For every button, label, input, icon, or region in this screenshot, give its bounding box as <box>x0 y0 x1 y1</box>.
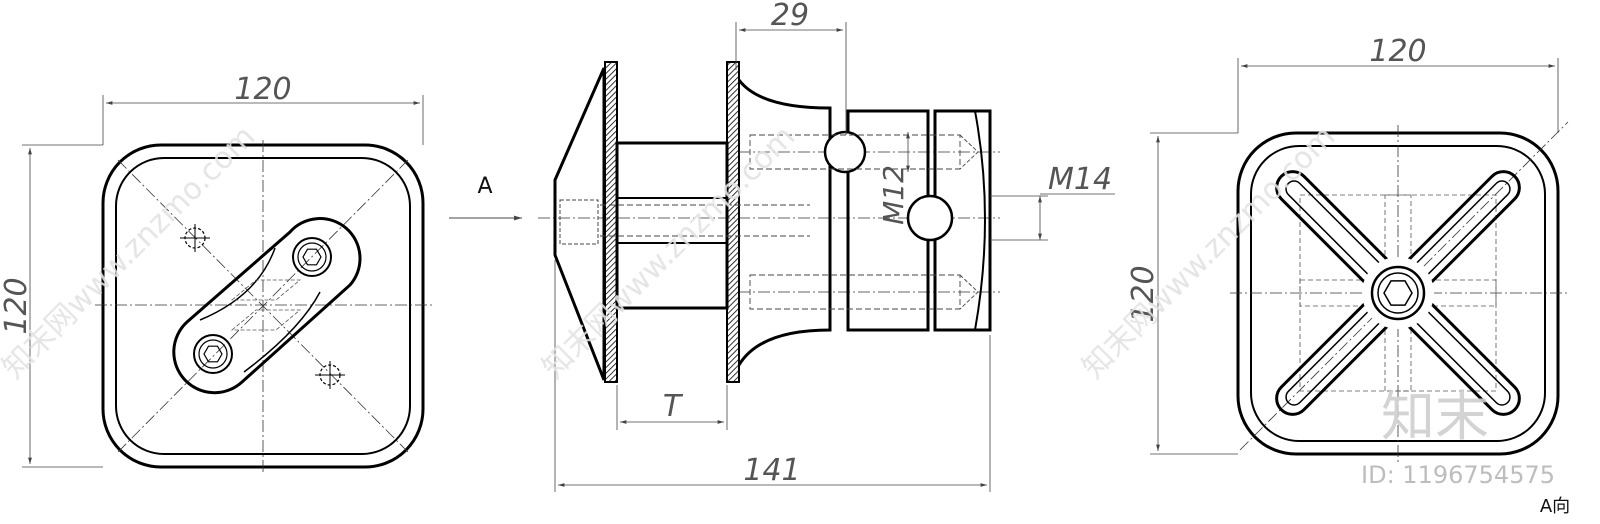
view-label-a: A向 <box>1540 496 1570 517</box>
right-width-dimension: 120 <box>1237 34 1559 133</box>
right-width-dim-text: 120 <box>1369 34 1426 69</box>
right-height-dim-text: 120 <box>1126 265 1161 322</box>
dim-29: 29 <box>735 0 847 135</box>
left-height-dimension: 120 <box>0 144 103 468</box>
m14-bore <box>906 194 954 242</box>
view-arrow-label: A <box>477 174 492 199</box>
dim-141: 141 <box>554 260 991 492</box>
right-center-bolt <box>1370 265 1426 321</box>
dim-29-text: 29 <box>771 0 809 33</box>
left-hole-mark-lower <box>315 361 345 389</box>
dim-m14: M14 <box>990 162 1115 241</box>
flange-shoulder <box>737 79 832 366</box>
watermark-text-2: 知末网www.znzmo.com <box>536 119 802 385</box>
left-plate-inner <box>115 157 411 455</box>
dim-t-text: T <box>663 389 684 424</box>
middle-view: A 29 <box>449 0 1115 492</box>
watermark-text-1: 知末网www.znzmo.com <box>0 119 262 385</box>
watermark-text-3: 知末网www.znzmo.com <box>1076 119 1342 385</box>
left-width-dim-text: 120 <box>234 72 291 107</box>
dim-m12: M12 <box>877 132 910 225</box>
watermark-layer: 知末网www.znzmo.com 知末网www.znzmo.com 知末网www… <box>0 119 1489 448</box>
right-washer <box>726 61 740 383</box>
watermark-logo: 知末 <box>1381 385 1489 448</box>
left-width-dimension: 120 <box>102 72 424 145</box>
spacer-body <box>615 141 729 310</box>
left-view: 120 120 <box>0 72 432 472</box>
dim-141-text: 141 <box>743 453 800 488</box>
m12-bore <box>823 130 867 174</box>
dim-t: T <box>616 385 728 430</box>
dim-m14-text: M14 <box>1048 162 1112 197</box>
right-view: 120 120 A向 <box>1126 34 1570 517</box>
right-height-dimension: 120 <box>1126 132 1238 455</box>
watermark-id: ID: 1196754575 <box>1361 461 1555 489</box>
dim-m12-text: M12 <box>877 165 910 225</box>
left-hole-mark-upper <box>180 224 210 252</box>
left-link-bar <box>172 217 362 395</box>
left-height-dim-text: 120 <box>0 277 34 334</box>
